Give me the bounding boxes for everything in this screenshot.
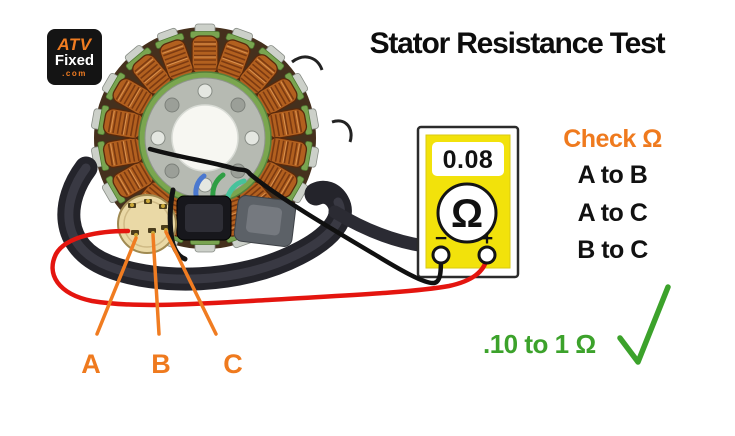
pin-label-a: A — [81, 349, 101, 379]
minus-jack — [431, 245, 451, 265]
pair-a-to-c: A to C — [577, 199, 648, 227]
square-connector — [176, 172, 247, 241]
pin-label-c: C — [223, 349, 243, 379]
stator-hardware — [233, 195, 431, 253]
black-test-lead — [147, 146, 444, 286]
pin-label-b: B — [151, 349, 171, 379]
pair-a-to-b: A to B — [577, 161, 648, 189]
logo-line-com: .com — [62, 69, 87, 78]
multimeter-plus-label: + — [480, 227, 494, 250]
multimeter-display — [432, 142, 504, 176]
page-title: Stator Resistance Test — [369, 27, 666, 60]
red-test-lead — [50, 228, 490, 308]
multimeter-minus-label: − — [434, 227, 448, 250]
pin-a-leader-line — [95, 236, 138, 336]
wire-harness — [57, 156, 352, 291]
logo-line-atv: ATV — [57, 35, 92, 54]
plus-jack — [477, 245, 497, 265]
pin-b-leader-line — [151, 233, 161, 336]
connector-pins — [128, 199, 169, 237]
check-omega-heading: Check Ω — [563, 125, 662, 153]
logo-line-fixed: Fixed — [54, 52, 95, 69]
checkmark-icon — [617, 284, 671, 365]
multimeter-mode-symbol: Ω — [450, 192, 484, 236]
pair-b-to-c: B to C — [577, 236, 648, 264]
round-connector — [117, 187, 188, 262]
pin-leader-lines — [95, 230, 218, 336]
pin-c-leader-line — [164, 230, 218, 336]
multimeter-reading: 0.08 — [442, 146, 494, 174]
stator-coil-wire — [331, 119, 353, 143]
stator-center-hole — [171, 104, 239, 172]
stator-coil-wire — [291, 55, 324, 71]
omega-dial-icon — [436, 182, 498, 244]
multimeter-body — [416, 125, 520, 279]
atv-fixed-logo: ATV Fixed .com — [47, 29, 102, 85]
resistance-range-text: .10 to 1 Ω — [483, 329, 596, 359]
connector-black-wire — [167, 187, 188, 262]
